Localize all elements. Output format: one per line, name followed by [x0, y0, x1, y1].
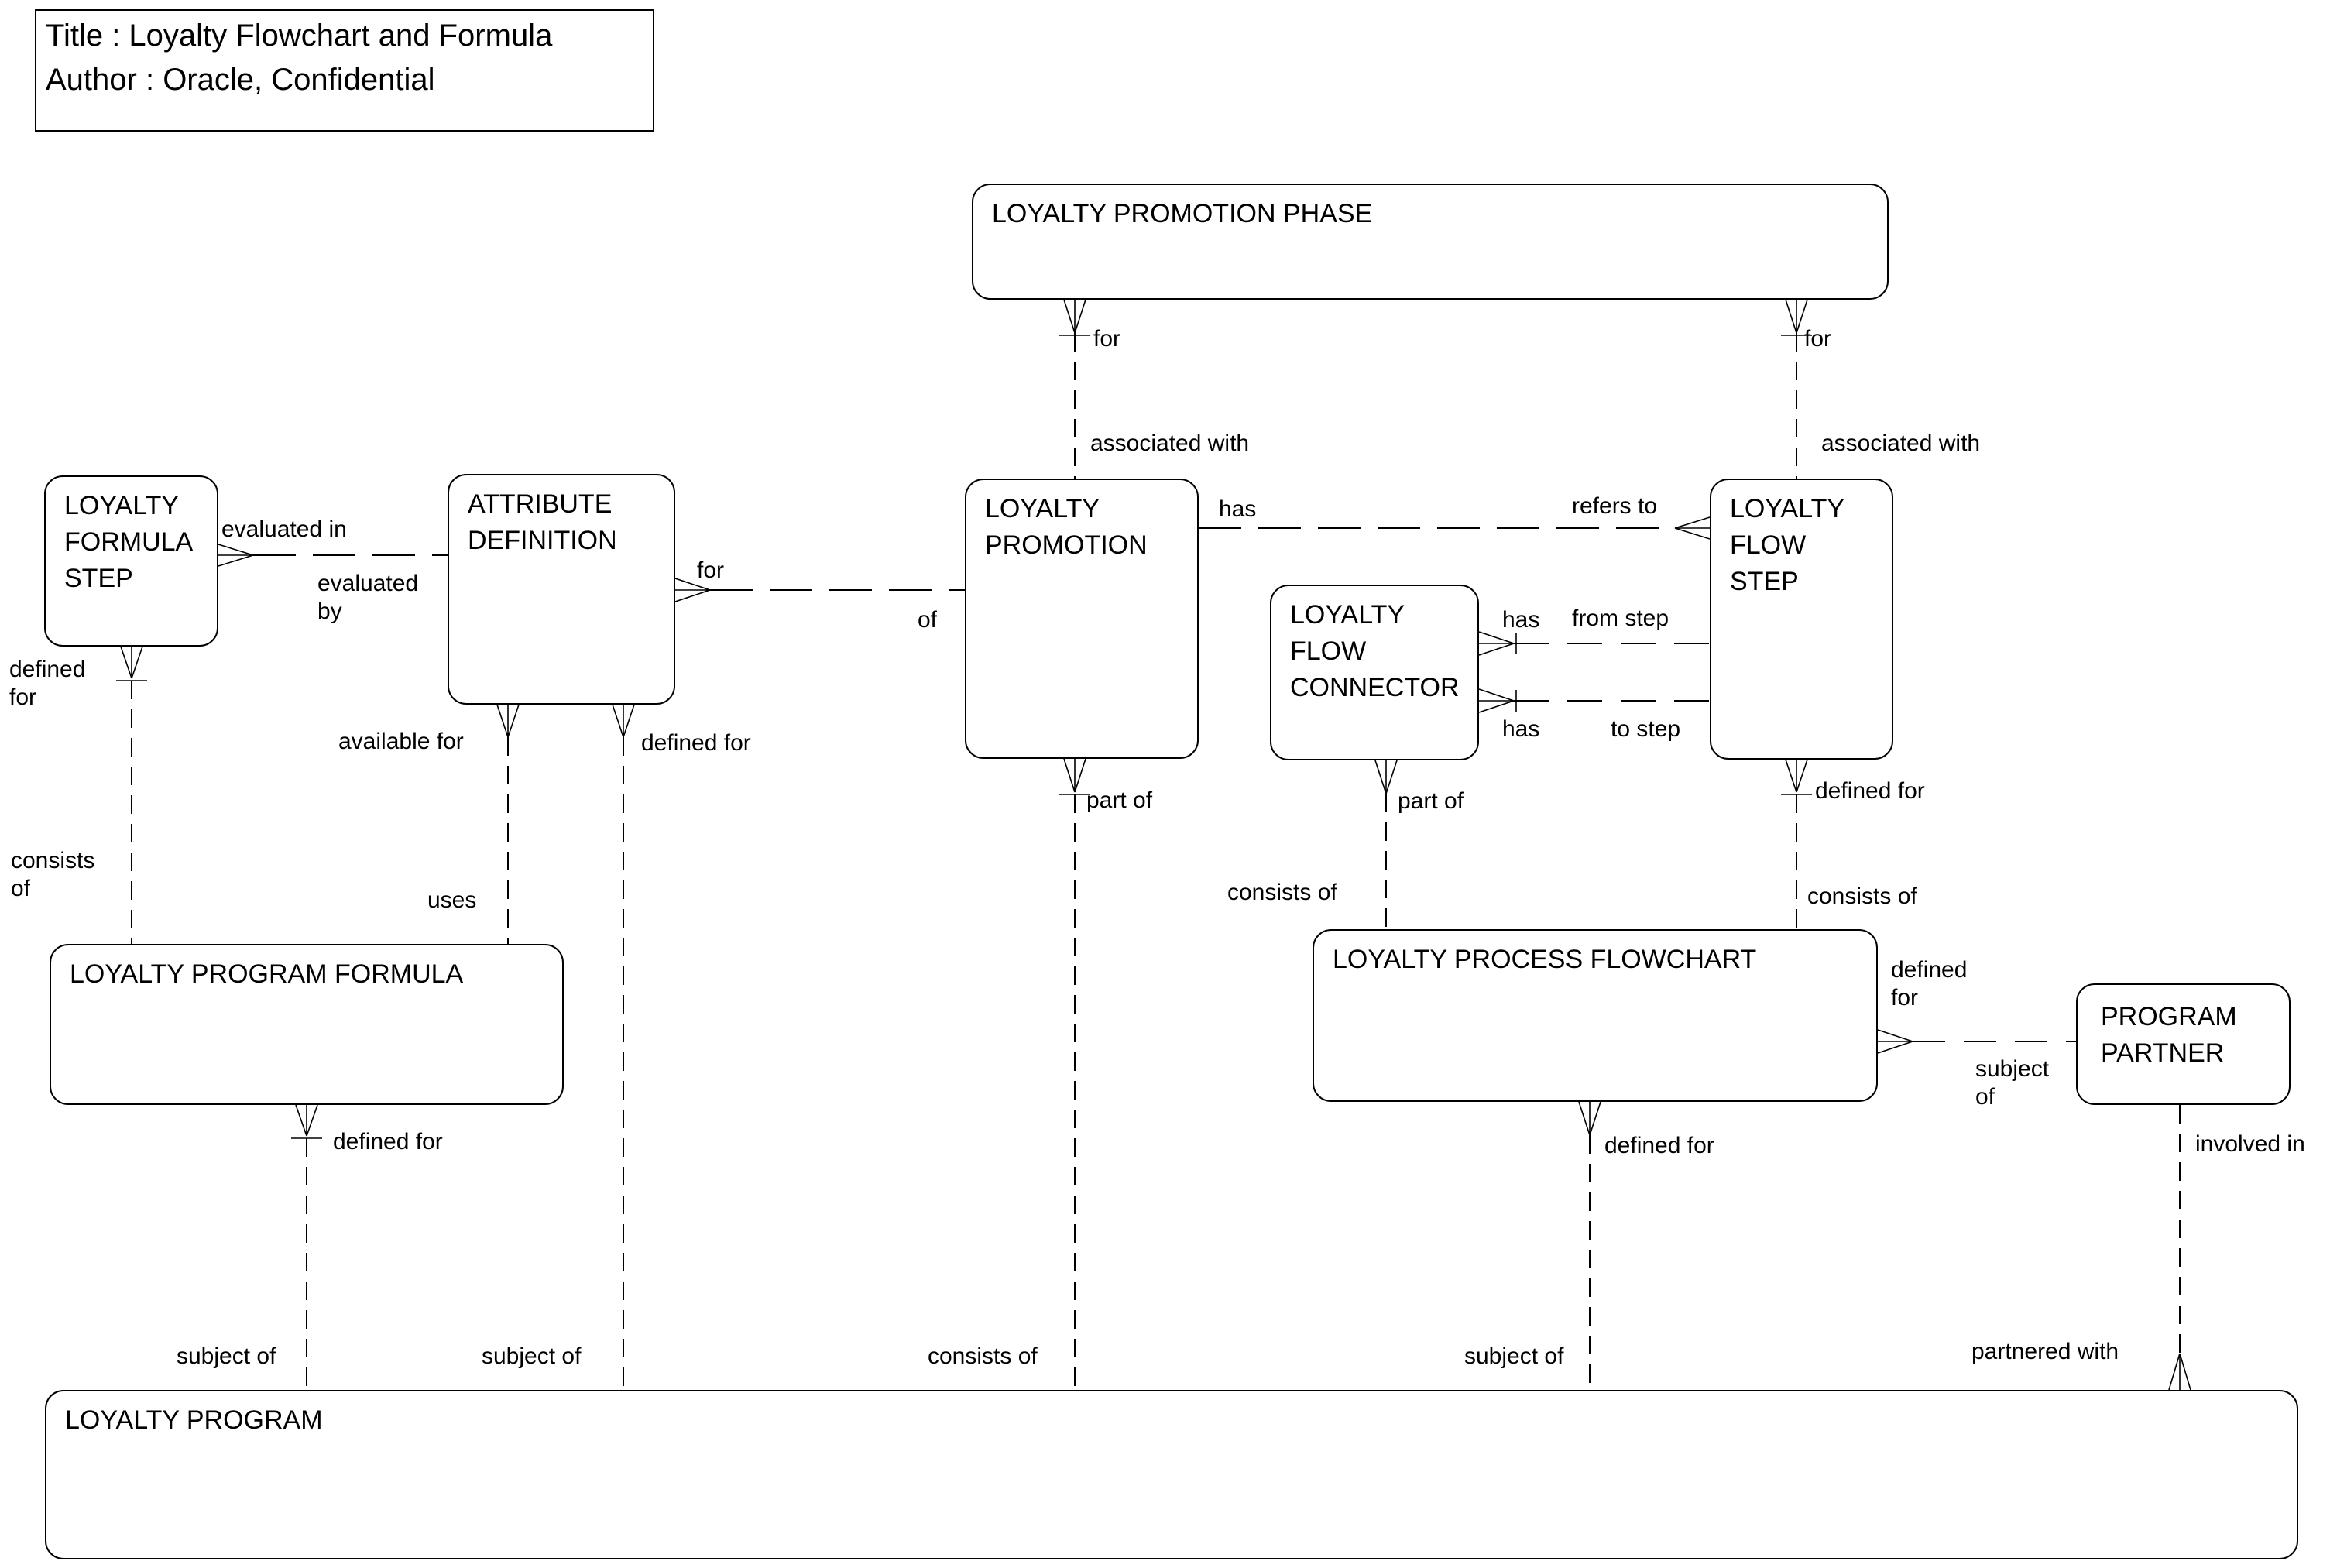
- entity-loyalty-promotion: LOYALTY PROMOTION: [965, 479, 1199, 759]
- label-program-consists-of: consists of: [928, 1343, 1038, 1369]
- entity-loyalty-flow-connector: LOYALTY FLOW CONNECTOR: [1270, 585, 1479, 760]
- label-connector-has-to: has: [1502, 716, 1540, 742]
- wire-flowchart-loyalty-program: [1578, 1101, 1601, 1390]
- diagram-author: Author : Oracle, Confidential: [46, 63, 435, 97]
- label-refers-to: refers to: [1572, 493, 1658, 519]
- wire-connector-from-step: [1478, 631, 1710, 656]
- wire-promotion-loyalty-program: [1059, 758, 1090, 1390]
- entity-label: LOYALTY FLOW STEP: [1730, 494, 1844, 596]
- label-available-for: available for: [338, 729, 464, 754]
- entity-loyalty-formula-step: LOYALTY FORMULA STEP: [44, 475, 218, 647]
- label-promotion-part-of: part of: [1086, 787, 1153, 813]
- entity-loyalty-process-flowchart: LOYALTY PROCESS FLOWCHART: [1313, 929, 1878, 1102]
- wire-partner-loyalty-program: [2168, 1105, 2191, 1391]
- label-flowchart-partner-subject-of: subject of: [1975, 1056, 2050, 1110]
- title-block: Title : Loyalty Flowchart and Formula Au…: [35, 9, 654, 132]
- label-attr-promotion-for: for: [697, 558, 725, 583]
- label-connector-part-of: part of: [1398, 788, 1464, 814]
- label-phase-flow-step-far: associated with: [1821, 431, 1981, 456]
- entity-label: ATTRIBUTE DEFINITION: [468, 489, 617, 555]
- label-program-formula-subject-of: subject of: [177, 1343, 276, 1369]
- diagram-title: Title : Loyalty Flowchart and Formula: [46, 19, 553, 53]
- entity-attribute-definition: ATTRIBUTE DEFINITION: [448, 474, 675, 705]
- wire-flow-step-flowchart: [1781, 759, 1812, 929]
- label-attr-defined-for: defined for: [641, 730, 751, 756]
- wire-flowchart-partner: [1877, 1029, 2076, 1054]
- label-phase-promotion-far: associated with: [1090, 431, 1250, 456]
- label-flowchart-program-defined-for: defined for: [1604, 1133, 1714, 1158]
- label-from-step: from step: [1572, 606, 1669, 631]
- label-flowchart-consists-of-left: consists of: [1227, 880, 1337, 905]
- wire-phase-flow-step: [1781, 299, 1812, 479]
- label-flowchart-partner-defined-for: defined for: [1891, 957, 1968, 1010]
- label-evaluated-by: evaluated by: [317, 571, 419, 624]
- wire-connector-to-step: [1478, 688, 1710, 713]
- label-involved-in: involved in: [2195, 1131, 2305, 1157]
- label-partnered-with: partnered with: [1971, 1339, 2119, 1364]
- entity-label: LOYALTY PROGRAM: [65, 1405, 323, 1435]
- wire-formula-step-attribute-definition: [218, 544, 448, 567]
- label-program-formula-defined-for: defined for: [333, 1129, 443, 1155]
- wire-program-formula-loyalty-program: [291, 1104, 322, 1390]
- label-attr-subject-of: subject of: [482, 1343, 582, 1369]
- entity-loyalty-flow-step: LOYALTY FLOW STEP: [1710, 479, 1893, 760]
- wire-attribute-definition-loyalty-program: [612, 704, 635, 1390]
- wire-connector-flowchart: [1374, 760, 1398, 929]
- label-uses: uses: [427, 887, 477, 913]
- wire-promotion-flow-step: [1199, 516, 1711, 540]
- entity-loyalty-program: LOYALTY PROGRAM: [45, 1390, 2298, 1559]
- label-phase-promotion-near: for: [1093, 326, 1121, 352]
- label-flowchart-program-subject-of: subject of: [1464, 1343, 1564, 1369]
- label-promotion-has: has: [1219, 496, 1257, 522]
- label-evaluated-in: evaluated in: [221, 516, 347, 542]
- wire-phase-promotion: [1059, 299, 1090, 479]
- wire-attribute-definition-promotion: [674, 578, 965, 602]
- entity-loyalty-promotion-phase: LOYALTY PROMOTION PHASE: [972, 184, 1889, 300]
- entity-loyalty-program-formula: LOYALTY PROGRAM FORMULA: [50, 944, 564, 1105]
- entity-label: LOYALTY FORMULA STEP: [64, 491, 192, 593]
- entity-label: LOYALTY PROCESS FLOWCHART: [1333, 945, 1757, 974]
- label-to-step: to step: [1611, 716, 1681, 742]
- label-flowchart-consists-of-right: consists of: [1807, 884, 1917, 909]
- label-attr-promotion-of: of: [918, 607, 938, 633]
- entity-label: LOYALTY PROGRAM FORMULA: [70, 959, 464, 989]
- wire-attribute-definition-program-formula: [496, 704, 520, 944]
- label-formula-step-defined-for: defined for: [9, 657, 86, 710]
- label-phase-flow-step-near: for: [1804, 326, 1832, 352]
- entity-label: PROGRAM PARTNER: [2101, 1002, 2237, 1068]
- label-flow-step-defined-for: defined for: [1815, 778, 1925, 804]
- entity-label: LOYALTY FLOW CONNECTOR: [1290, 600, 1460, 702]
- entity-label: LOYALTY PROMOTION: [985, 494, 1148, 560]
- entity-label: LOYALTY PROMOTION PHASE: [992, 199, 1373, 228]
- entity-program-partner: PROGRAM PARTNER: [2076, 983, 2291, 1105]
- wire-formula-step-program-formula: [116, 646, 147, 944]
- label-program-formula-consists-of: consists of: [11, 848, 95, 901]
- label-connector-has-from: has: [1502, 607, 1540, 633]
